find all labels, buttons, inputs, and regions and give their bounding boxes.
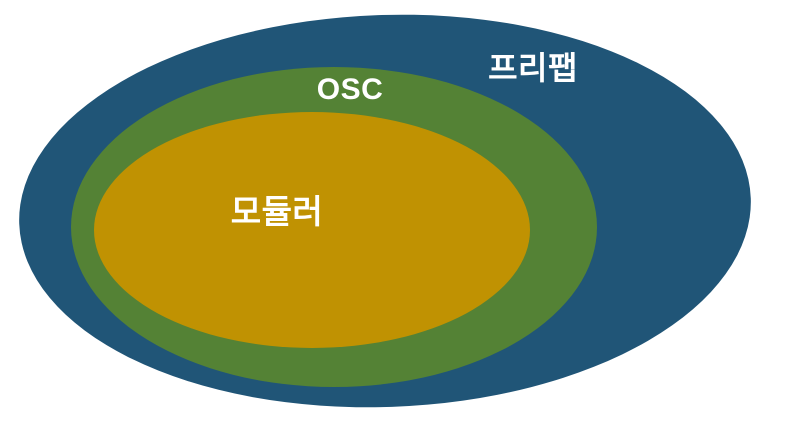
modular-ellipse: [94, 112, 530, 348]
modular-label: 모듈러: [230, 193, 324, 230]
osc-label: OSC: [316, 73, 384, 106]
prefab-label: 프리팹: [488, 50, 578, 86]
